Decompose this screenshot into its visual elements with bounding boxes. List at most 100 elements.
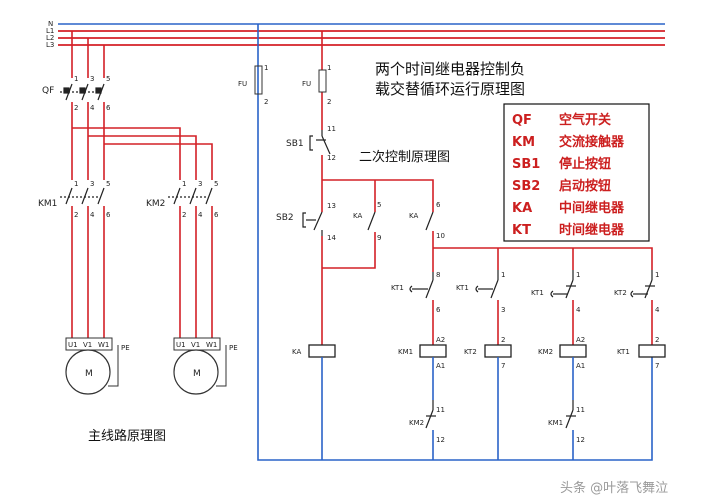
km1-label: KM1	[38, 199, 57, 209]
kt1-c-contact	[550, 270, 576, 299]
qf-terminal-4: 4	[90, 104, 95, 112]
fu-supply-label: FU	[302, 80, 311, 88]
coil-ka	[308, 344, 336, 358]
coil-km1-label: KM1	[398, 348, 413, 356]
phase-l2-label: L2	[46, 34, 54, 42]
kt2-label: KT2	[614, 289, 627, 297]
kt1-b-terminal-3: 3	[501, 306, 505, 314]
motor-feeders	[71, 206, 213, 338]
fu-neutral-terminal-2: 2	[264, 98, 268, 106]
km2-label: KM2	[146, 199, 165, 209]
main-circuit-caption: 主线路原理图	[88, 428, 166, 444]
km2-terminal-2: 2	[182, 211, 186, 219]
motor1-symbol	[65, 349, 111, 395]
interlock-km1-terminal-11: 11	[576, 406, 585, 414]
kt1-c-terminal-1: 1	[576, 271, 580, 279]
coil-km2-label: KM2	[538, 348, 553, 356]
legend-desc-sb1: 停止按钮	[559, 156, 611, 172]
legend: QF 空气开关 KM 交流接触器 SB1 停止按钮 SB2 启动按钮 KA 中间…	[503, 103, 650, 242]
diagram-title-line2: 载交替循环运行原理图	[375, 80, 525, 98]
coil-ka-label: KA	[292, 348, 301, 356]
motor1-label: M	[85, 369, 93, 379]
coil-km1	[419, 344, 447, 358]
ka-self-terminal-5: 5	[377, 201, 381, 209]
coil-kt1-label: KT1	[617, 348, 630, 356]
motor2-pe-wire	[216, 345, 227, 387]
supply-bus: N L1 L2 L3	[46, 20, 665, 49]
ka-main-label: KA	[409, 212, 418, 220]
kt1-a-contact	[409, 272, 434, 299]
kt1-c-terminal-4: 4	[576, 306, 581, 314]
km1-terminal-2: 2	[74, 211, 78, 219]
motor1-w1: W1	[98, 341, 109, 349]
ka-main-terminal-10: 10	[436, 232, 445, 240]
control-rail	[322, 179, 434, 212]
km2-main-contacts	[168, 187, 213, 205]
ka-self-contact	[367, 211, 376, 231]
interlock-km2-terminal-12: 12	[436, 436, 445, 444]
fu-supply-terminal-2: 2	[327, 98, 331, 106]
motor1-pe-wire	[108, 345, 119, 387]
kt1-b-terminal-1: 1	[501, 271, 505, 279]
kt1-b-label: KT1	[456, 284, 469, 292]
fu-supply-terminal-1: 1	[327, 64, 331, 72]
km2-terminal-1: 1	[182, 180, 186, 188]
ka-coil-feed	[321, 232, 376, 345]
coil-km1-terminal-top: A2	[436, 336, 445, 344]
kt1-c-label: KT1	[531, 289, 544, 297]
qf-terminal-3: 3	[90, 75, 94, 83]
legend-desc-sb2: 启动按钮	[559, 178, 611, 194]
coil-returns	[321, 357, 574, 460]
km1-main-contacts	[60, 187, 105, 205]
phase-l1-label: L1	[46, 27, 54, 35]
phase-l3-label: L3	[46, 41, 54, 49]
coil-kt2-terminal-top: 2	[501, 336, 505, 344]
sb2-terminal-14: 14	[327, 234, 336, 242]
ka-self-terminal-9: 9	[377, 234, 381, 242]
interlock-km2-label: KM2	[409, 419, 424, 427]
coil-km2-terminal-bottom: A1	[576, 362, 585, 370]
km2-terminal-3: 3	[198, 180, 202, 188]
qf-terminal-1: 1	[74, 75, 78, 83]
legend-code-kt: KT	[512, 223, 531, 238]
sb1-button-symbol	[309, 130, 331, 155]
legend-code-sb2: SB2	[512, 179, 540, 194]
km1-terminal-4: 4	[90, 211, 95, 219]
motor1-u1: U1	[68, 341, 78, 349]
coil-kt2	[484, 344, 512, 358]
sb2-terminal-13: 13	[327, 202, 336, 210]
control-circuit-caption: 二次控制原理图	[359, 149, 450, 165]
legend-code-qf: QF	[512, 113, 532, 128]
diagram-title-line1: 两个时间继电器控制负	[375, 60, 525, 78]
ka-main-terminal-6: 6	[436, 201, 441, 209]
motor2-symbol	[173, 349, 219, 395]
sb1-terminal-12: 12	[327, 154, 336, 162]
fu-neutral-terminal-1: 1	[264, 64, 268, 72]
phase-n-label: N	[48, 20, 53, 28]
interlock-km1-terminal-12: 12	[576, 436, 585, 444]
main-circuit: QF 1 3 5 2 4 6 KM1 1 3 5	[38, 31, 238, 444]
sb2-button-symbol	[302, 211, 323, 236]
qf-terminal-5: 5	[106, 75, 110, 83]
kt1-a-terminal-6: 6	[436, 306, 441, 314]
km2-terminal-4: 4	[198, 211, 203, 219]
km2-terminal-5: 5	[214, 180, 218, 188]
kt1-a-label: KT1	[391, 284, 404, 292]
fuse-neutral	[254, 65, 263, 95]
ka-self-label: KA	[353, 212, 362, 220]
km1-terminal-1: 1	[74, 180, 78, 188]
legend-desc-qf: 空气开关	[559, 112, 611, 128]
motor1-pe-label: PE	[121, 344, 130, 352]
motor1-v1: V1	[83, 341, 92, 349]
legend-box	[503, 103, 650, 242]
watermark: 头条 @叶落飞舞泣	[560, 480, 668, 496]
neutral-return	[257, 24, 653, 461]
qf-terminal-2: 2	[74, 104, 78, 112]
sb1-terminal-11: 11	[327, 125, 336, 133]
motor2-v1: V1	[191, 341, 200, 349]
motor2-u1: U1	[176, 341, 186, 349]
ka-main-contact	[425, 211, 434, 231]
motor2-pe-label: PE	[229, 344, 238, 352]
kt2-terminal-4: 4	[655, 306, 660, 314]
